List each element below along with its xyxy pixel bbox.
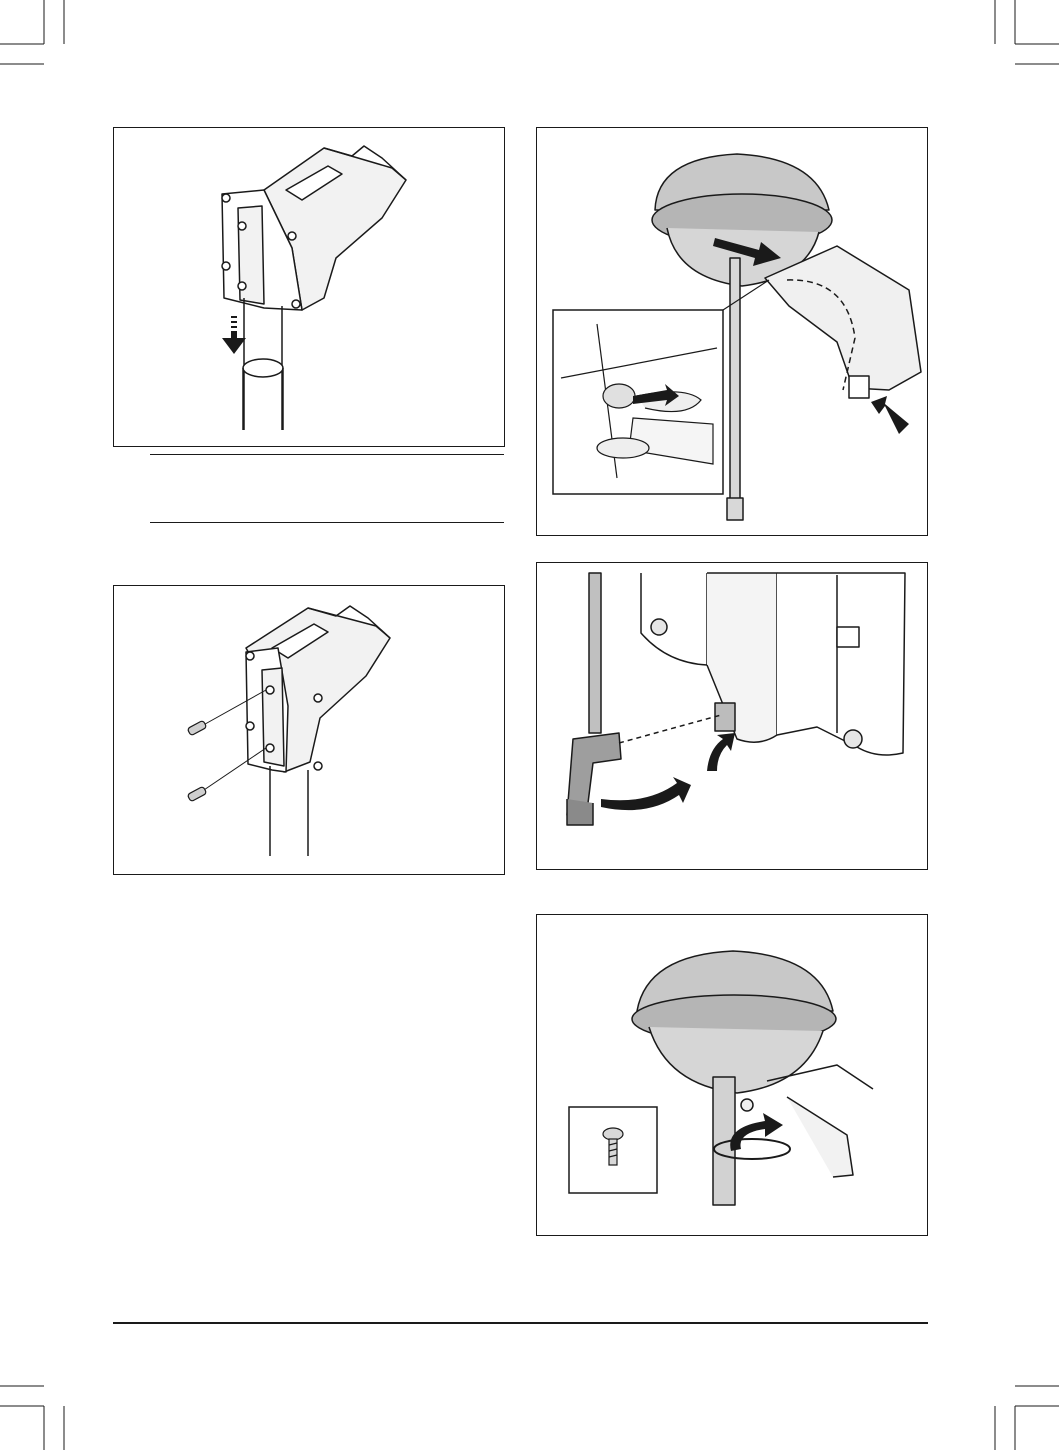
curved-arrow-icon <box>601 733 735 810</box>
divider-top <box>150 454 504 455</box>
divider-bottom <box>150 522 504 523</box>
illustration-antenna-screw <box>536 914 928 1236</box>
down-arrow-icon <box>222 316 246 354</box>
illustration-antenna-mount <box>536 127 928 536</box>
illustration-cable-plug <box>536 562 928 870</box>
pin-icon <box>187 720 207 802</box>
illustration-arm-bracket-pins <box>113 585 505 875</box>
illustration-arm-bracket-onto-post <box>113 127 505 447</box>
footer-rule <box>113 1322 928 1324</box>
